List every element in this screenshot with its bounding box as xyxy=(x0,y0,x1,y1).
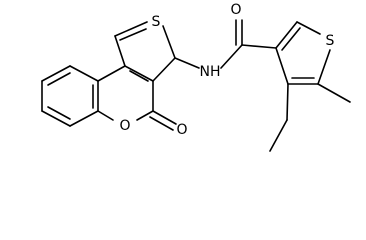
chemical-structure-diagram: S NH O S O O xyxy=(41,2,351,152)
bond xyxy=(241,44,277,49)
bond xyxy=(41,65,71,82)
methyl-group xyxy=(317,83,351,103)
bond xyxy=(69,65,99,82)
bond xyxy=(220,44,243,69)
atom-label-oxygen-ring: O xyxy=(119,118,130,134)
bond xyxy=(41,110,71,127)
thiophene-ring-left xyxy=(114,21,176,82)
bond xyxy=(286,83,289,121)
bond xyxy=(119,28,147,41)
bond xyxy=(152,110,177,125)
atom-label-nitrogen: NH xyxy=(200,64,221,80)
atom-label-oxygen-ketone: O xyxy=(176,122,187,138)
ethyl-group xyxy=(269,83,289,152)
bond xyxy=(296,21,321,35)
benzene-ring xyxy=(41,65,99,127)
bond xyxy=(269,119,288,152)
thiophene-ring-right xyxy=(275,21,331,85)
atom-label-oxygen-amide: O xyxy=(230,2,241,18)
bond xyxy=(114,35,126,67)
bond xyxy=(124,65,154,82)
atom-label-sulfur-right: S xyxy=(326,33,335,49)
bond xyxy=(114,21,148,37)
bond xyxy=(281,27,301,51)
bond xyxy=(97,110,114,121)
bond xyxy=(162,25,176,59)
amide-linker xyxy=(174,19,277,69)
bond xyxy=(275,47,289,85)
bond xyxy=(69,110,99,127)
bond-double-inner xyxy=(47,72,71,86)
bond-double-inner xyxy=(47,106,71,120)
bond xyxy=(317,49,331,85)
pyranone-ring xyxy=(97,65,177,131)
bond-double-inner xyxy=(129,70,149,82)
atom-label-sulfur-left: S xyxy=(152,14,161,30)
bond xyxy=(97,65,126,82)
bond xyxy=(152,57,176,82)
bond xyxy=(136,110,154,121)
bond xyxy=(317,83,351,103)
bond xyxy=(275,21,298,49)
bond xyxy=(174,57,200,69)
bond xyxy=(149,116,174,131)
